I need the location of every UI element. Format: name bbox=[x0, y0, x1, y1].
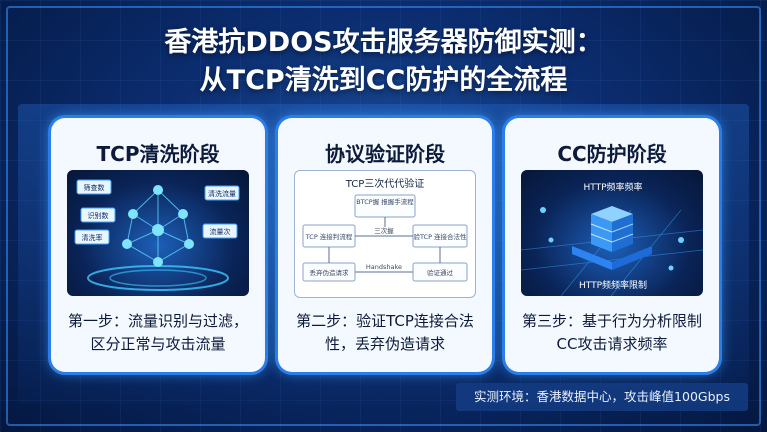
img-label-top: HTTP频率频率 bbox=[583, 181, 642, 193]
card-cc-protection: CC防护阶段 HTTP频率频率 HTTP频频率限制 bbox=[505, 118, 719, 372]
card-description: 第二步：验证TCP连接合法性，丢弃伪造请求 bbox=[296, 312, 474, 353]
img-label: 识别数 bbox=[88, 211, 109, 220]
box-label: TCP 连接判流程 bbox=[305, 232, 353, 241]
card-tcp-cleaning: TCP清洗阶段 bbox=[51, 118, 265, 372]
box-label: BTCP握 报握手流程 bbox=[356, 197, 414, 206]
box-label: 验TCP 连接合法性 bbox=[413, 232, 467, 241]
img-label-bottom: HTTP频频率限制 bbox=[579, 279, 647, 291]
page-title: 香港抗DDOS攻击服务器防御实测： 从TCP清洗到CC防护的全流程 bbox=[0, 24, 767, 100]
card-title: TCP清洗阶段 bbox=[96, 142, 220, 166]
card-description: 第三步：基于行为分析限制CC攻击请求频率 bbox=[521, 312, 702, 353]
img-label: 清洗率 bbox=[82, 233, 103, 242]
handshake-diagram-icon: TCP三次代代验证 BTCP握 报握手流程 TCP 连接判流程 验TCP 连接合… bbox=[302, 177, 468, 282]
card-title: CC防护阶段 bbox=[557, 142, 667, 166]
box-label: 验证通过 bbox=[427, 268, 454, 277]
outer-frame bbox=[6, 6, 761, 426]
diagram-title: TCP三次代代验证 bbox=[345, 177, 425, 190]
server-stack-icon: HTTP频率频率 HTTP频频率限制 bbox=[521, 181, 703, 296]
card-title: 协议验证阶段 bbox=[325, 142, 445, 166]
img-label: 清洗流量 bbox=[208, 189, 236, 198]
img-label: 流量次 bbox=[210, 227, 231, 236]
img-label: 筛查数 bbox=[84, 183, 105, 192]
test-environment-note: 实测环境：香港数据中心，攻击峰值100Gbps bbox=[456, 383, 748, 411]
flow-diagram: TCP三次代代验证 BTCP握 报握手流程 TCP 连接判流程 验TCP 连接合… bbox=[294, 170, 476, 298]
arrow-label: Handshake bbox=[366, 263, 402, 271]
title-line-2: 从TCP清洗到CC防护的全流程 bbox=[199, 65, 568, 96]
card-description: 第一步：流量识别与过滤，区分正常与攻击流量 bbox=[67, 312, 248, 353]
card-protocol-verify: 协议验证阶段 TCP三次代代验证 BTCP握 报握手流程 TCP 连接判流程 bbox=[278, 118, 492, 372]
server-illustration: HTTP频率频率 HTTP频频率限制 bbox=[521, 170, 703, 296]
title-line-1: 香港抗DDOS攻击服务器防御实测： bbox=[164, 27, 603, 58]
box-label: 丢弃伪造请求 bbox=[310, 268, 350, 277]
arrow-label: 三次握 bbox=[374, 226, 394, 235]
network-graph-icon: 筛查数 识别数 清洗率 清洗流量 流量次 bbox=[74, 179, 240, 291]
network-illustration: 筛查数 识别数 清洗率 清洗流量 流量次 bbox=[67, 170, 249, 296]
